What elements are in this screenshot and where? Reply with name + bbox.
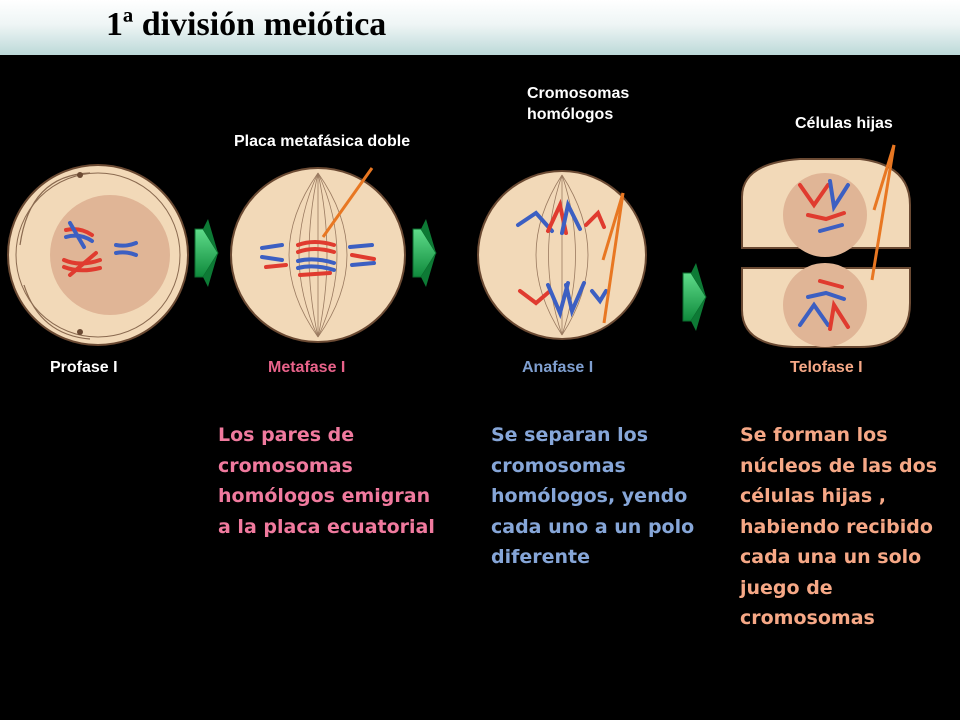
description-line: cromosomas	[491, 454, 626, 477]
description-line: núcleos de las dos	[740, 454, 938, 477]
meiosis-diagram	[7, 144, 911, 348]
phase-label-anafase: Anafase I	[522, 359, 594, 376]
slide-title: 1ª división meiótica	[106, 6, 387, 43]
chromosome-pair	[62, 221, 138, 277]
callout-line: homólogos	[527, 106, 614, 123]
description-line: cada uno a un polo	[491, 515, 695, 538]
description-line: diferente	[491, 546, 591, 568]
description-anafase: Se separan los cromosomas homólogos, yen…	[491, 420, 694, 573]
callout-placa-metafasica: Placa metafásica doble	[234, 133, 411, 150]
phase-label-metafase: Metafase I	[268, 359, 346, 376]
description-line: habiendo recibido	[740, 515, 933, 538]
description-line: cromosomas	[740, 607, 875, 629]
description-line: homólogos emigran	[218, 485, 431, 507]
chromosome-set	[798, 179, 850, 331]
chromosome-group	[516, 198, 608, 320]
description-line: Se forman los	[740, 424, 888, 446]
transition-arrow-3	[682, 263, 707, 331]
description-line: a la placa ecuatorial	[218, 515, 435, 538]
title-bar: 1ª división meiótica	[0, 0, 960, 55]
phase-label-profase: Profase I	[50, 359, 118, 376]
prophase-cell	[7, 164, 189, 346]
anaphase-cell	[477, 170, 647, 340]
callout-celulas-hijas: Células hijas	[795, 115, 893, 132]
callout-line: Cromosomas	[527, 85, 630, 102]
description-line: Se separan los	[491, 424, 649, 446]
description-line: células hijas ,	[740, 485, 886, 507]
metaphase-cell	[230, 167, 406, 343]
description-line: juego de	[740, 576, 833, 599]
transition-arrow-1	[194, 219, 219, 287]
telophase-cells	[741, 144, 911, 348]
description-metafase: Los pares de cromosomas homólogos emigra…	[218, 420, 435, 542]
description-telofase: Se forman los núcleos de las dos células…	[740, 420, 937, 634]
description-line: homólogos, yendo	[491, 485, 688, 507]
description-line: cromosomas	[218, 454, 353, 477]
description-line: Los pares de	[218, 424, 355, 446]
chromosome-pair	[260, 240, 376, 277]
phase-label-telofase: Telofase I	[790, 359, 863, 376]
callout-cromosomas-homologos: Cromosomas homólogos	[527, 83, 629, 125]
description-line: cada una un solo	[740, 546, 922, 568]
transition-arrow-2	[412, 219, 437, 287]
